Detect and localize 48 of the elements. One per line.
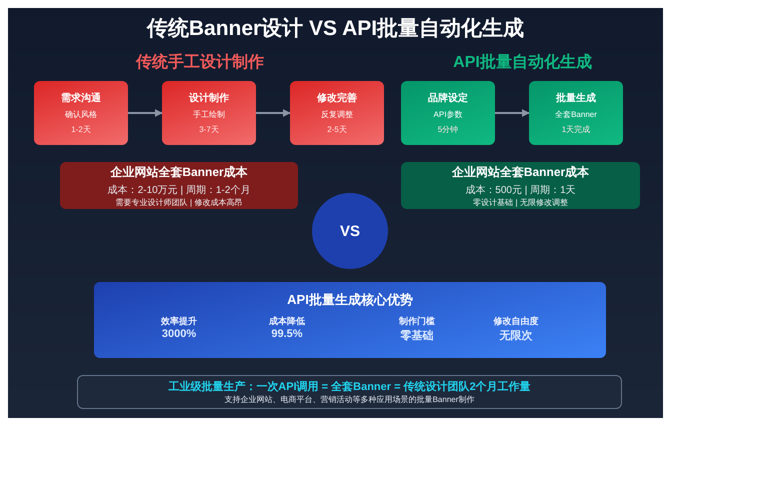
metric-value: 99.5% — [271, 328, 303, 340]
title: 传统Banner设计 VS API批量自动化生成 — [145, 16, 526, 42]
arrow — [256, 109, 291, 117]
metric-label: 成本降低 — [269, 315, 305, 328]
step-duration: 1天完成 — [562, 124, 590, 135]
step-title: 设计制作 — [189, 92, 229, 105]
advantage-panel — [94, 282, 606, 358]
process-box — [529, 81, 623, 145]
cost-note: 需要专业设计师团队 | 修改成本高昂 — [116, 196, 242, 208]
step-duration: 2-5天 — [327, 124, 347, 135]
cost-box — [60, 162, 298, 209]
process-box — [162, 81, 256, 145]
step-duration: 1-2天 — [71, 124, 91, 135]
section-heading: API批量自动化生成 — [452, 52, 593, 73]
vs-label: VS — [340, 222, 360, 240]
step-duration: 5分钟 — [438, 124, 458, 135]
process-box — [290, 81, 384, 145]
metric-label: 制作门槛 — [399, 315, 435, 328]
summary-box — [77, 375, 622, 409]
process-box — [401, 81, 495, 145]
step-duration: 3-7天 — [199, 124, 219, 135]
metric-value: 无限次 — [500, 329, 532, 343]
step-detail: API参数 — [434, 109, 462, 120]
panel-heading: API批量生成核心优势 — [287, 291, 413, 309]
step-detail: 确认风格 — [65, 109, 97, 120]
cost-heading: 企业网站全套Banner成本 — [452, 164, 590, 180]
metric-value: 零基础 — [400, 328, 434, 343]
cost-figures: 成本：500元 | 周期：1天 — [465, 184, 576, 196]
step-title: 需求沟通 — [61, 92, 101, 105]
cost-heading: 企业网站全套Banner成本 — [110, 164, 248, 180]
summary-note: 支持企业网站、电商平台、营销活动等多种应用场景的批量Banner制作 — [224, 394, 474, 405]
cost-figures: 成本：2-10万元 | 周期：1-2个月 — [108, 184, 250, 196]
step-title: 品牌设定 — [428, 91, 468, 105]
metric-value: 3000% — [162, 328, 196, 340]
step-detail: 全套Banner — [555, 109, 597, 120]
cost-note: 零设计基础 | 无限修改调整 — [473, 196, 568, 208]
metric-label: 修改自由度 — [494, 315, 538, 328]
metric-label: 效率提升 — [161, 315, 197, 328]
step-detail: 手工绘制 — [193, 109, 225, 120]
cost-box — [401, 162, 640, 209]
process-box — [34, 81, 128, 145]
arrow — [495, 109, 530, 117]
step-detail: 反复调整 — [321, 109, 353, 120]
section-heading: 传统手工设计制作 — [134, 52, 265, 73]
arrow — [128, 109, 163, 117]
step-title: 修改完善 — [317, 91, 357, 105]
summary-headline: 工业级批量生产：一次API调用 = 全套Banner = 传统设计团队2个月工作量 — [168, 380, 531, 394]
step-title: 批量生成 — [556, 92, 596, 105]
